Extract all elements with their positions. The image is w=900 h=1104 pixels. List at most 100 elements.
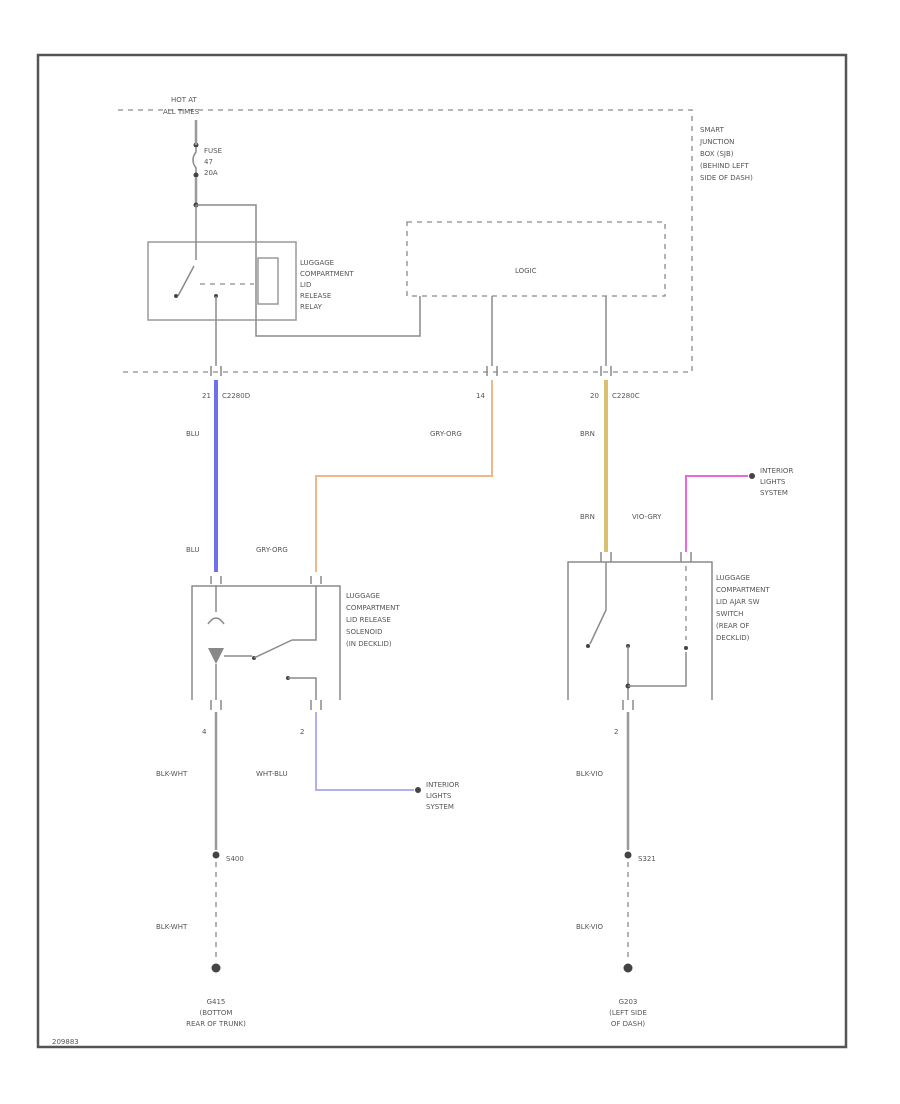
interior-right-label-1: INTERIOR [760, 467, 793, 475]
switch-label-5: (REAR OF [716, 622, 749, 630]
switch-label-3: LID AJAR SW [716, 598, 760, 606]
ground-left-label-2: (BOTTOM [200, 1009, 233, 1017]
sjb-label-4: (BEHIND LEFT [700, 162, 749, 170]
pin-4-label: 4 [202, 728, 207, 736]
pin-14-label: 14 [476, 392, 485, 400]
ground-right-label-2: (LEFT SIDE [609, 1009, 647, 1017]
switch-label-2: COMPARTMENT [716, 586, 770, 594]
solenoid-switch-arm [253, 639, 293, 659]
wht-blu-label: WHT-BLU [256, 770, 288, 778]
pin-21-label: 21 [202, 392, 211, 400]
figure-id: 209883 [52, 1038, 79, 1046]
sjb-label-3: BOX (SJB) [700, 150, 734, 158]
relay-label-1: LUGGAGE [300, 259, 334, 267]
switch-label-1: LUGGAGE [716, 574, 750, 582]
fuse-label-1: FUSE [204, 147, 222, 155]
diagram-border [36, 53, 848, 1049]
solenoid-label-3: LID RELEASE [346, 616, 391, 624]
interior-left-label-3: SYSTEM [426, 803, 454, 811]
switch-label-6: DECKLID) [716, 634, 750, 642]
relay-coil [257, 257, 279, 305]
blk-wht-upper-label: BLK-WHT [156, 770, 188, 778]
pin-20-label: 20 [590, 392, 599, 400]
solenoid-pin-2 [310, 700, 322, 710]
ground-left-label-3: REAR OF TRUNK) [186, 1020, 246, 1028]
blu-lower-label: BLU [186, 546, 199, 554]
interior-lights-terminal-right [749, 473, 755, 479]
wire-wht-blu [315, 712, 414, 791]
fuse-terminal-bottom [193, 172, 199, 178]
fuse-label-2: 47 [204, 158, 213, 166]
blk-vio-lower-label: BLK-VIO [576, 923, 604, 931]
solenoid-box [191, 585, 341, 700]
gry-org-lower-label: GRY-ORG [256, 546, 288, 554]
solenoid-pin-top-left [210, 576, 222, 584]
splice-s400 [212, 851, 220, 859]
connector-c2280d-label: C2280D [222, 392, 250, 400]
all-times-label: ALL TIMES [163, 108, 200, 116]
interior-right-label-2: LIGHTS [760, 478, 786, 486]
connector-c2280c-label: C2280C [612, 392, 640, 400]
switch-internal-return [628, 652, 687, 687]
pin-2b-label: 2 [614, 728, 618, 736]
ground-left-label-1: G415 [207, 998, 226, 1006]
blk-wht-lower-label: BLK-WHT [156, 923, 188, 931]
switch-box [567, 561, 713, 700]
switch-pin-2 [622, 700, 634, 710]
gry-org-upper-label: GRY-ORG [430, 430, 462, 438]
wire-vio-gry [685, 475, 748, 552]
blk-vio-upper-label: BLK-VIO [576, 770, 604, 778]
relay-label-3: LID [300, 281, 311, 289]
solenoid-label-5: (IN DECKLID) [346, 640, 392, 648]
s400-label: S400 [226, 855, 244, 863]
logic-module-box [406, 221, 666, 297]
connector-pin-14 [486, 366, 498, 376]
switch-label-4: SWITCH [716, 610, 743, 618]
interior-left-label-2: LIGHTS [426, 792, 452, 800]
ground-g203 [623, 963, 633, 973]
sjb-boundary [118, 109, 693, 373]
solenoid-label-4: SOLENOID [346, 628, 382, 636]
blu-upper-label: BLU [186, 430, 199, 438]
pin-2a-label: 2 [300, 728, 304, 736]
interior-right-label-3: SYSTEM [760, 489, 788, 497]
solenoid-plunger-symbol [208, 648, 224, 664]
splice-s321 [624, 851, 632, 859]
relay-coil-feed [196, 204, 257, 250]
relay-coil-to-logic [255, 250, 421, 337]
connector-pin-20 [600, 366, 612, 376]
relay-label-5: RELAY [300, 303, 323, 311]
relay-label-2: COMPARTMENT [300, 270, 354, 278]
switch-pin-3 [680, 552, 692, 562]
interior-left-label-1: INTERIOR [426, 781, 459, 789]
relay-box [147, 241, 297, 321]
relay-switch-arm [177, 265, 195, 297]
logic-label: LOGIC [515, 267, 537, 275]
sjb-label-1: SMART [700, 126, 725, 134]
solenoid-switch-feed [292, 586, 317, 641]
solenoid-coil-symbol [207, 617, 225, 625]
interior-lights-terminal-left [415, 787, 421, 793]
switch-diode-node [684, 646, 688, 650]
fuse-label-3: 20A [204, 169, 218, 177]
solenoid-pin-4 [210, 700, 222, 710]
s321-label: S321 [638, 855, 656, 863]
sjb-label-5: SIDE OF DASH) [700, 174, 753, 182]
brn-lower-label: BRN [580, 513, 595, 521]
hot-at-label: HOT AT [171, 96, 198, 104]
solenoid-label-1: LUGGAGE [346, 592, 380, 600]
brn-upper-label: BRN [580, 430, 595, 438]
relay-label-4: RELEASE [300, 292, 331, 300]
switch-pivot [586, 644, 590, 648]
wire-gry-org [315, 380, 493, 572]
switch-arm [589, 609, 607, 645]
ground-right-label-3: OF DASH) [611, 1020, 646, 1028]
sjb-label-2: JUNCTION [699, 138, 734, 146]
relay-switch-pivot [174, 294, 178, 298]
fuse-symbol [192, 147, 197, 175]
ground-right-label-1: G203 [619, 998, 638, 1006]
connector-pin-21 [210, 366, 222, 376]
ground-g415 [211, 963, 221, 973]
